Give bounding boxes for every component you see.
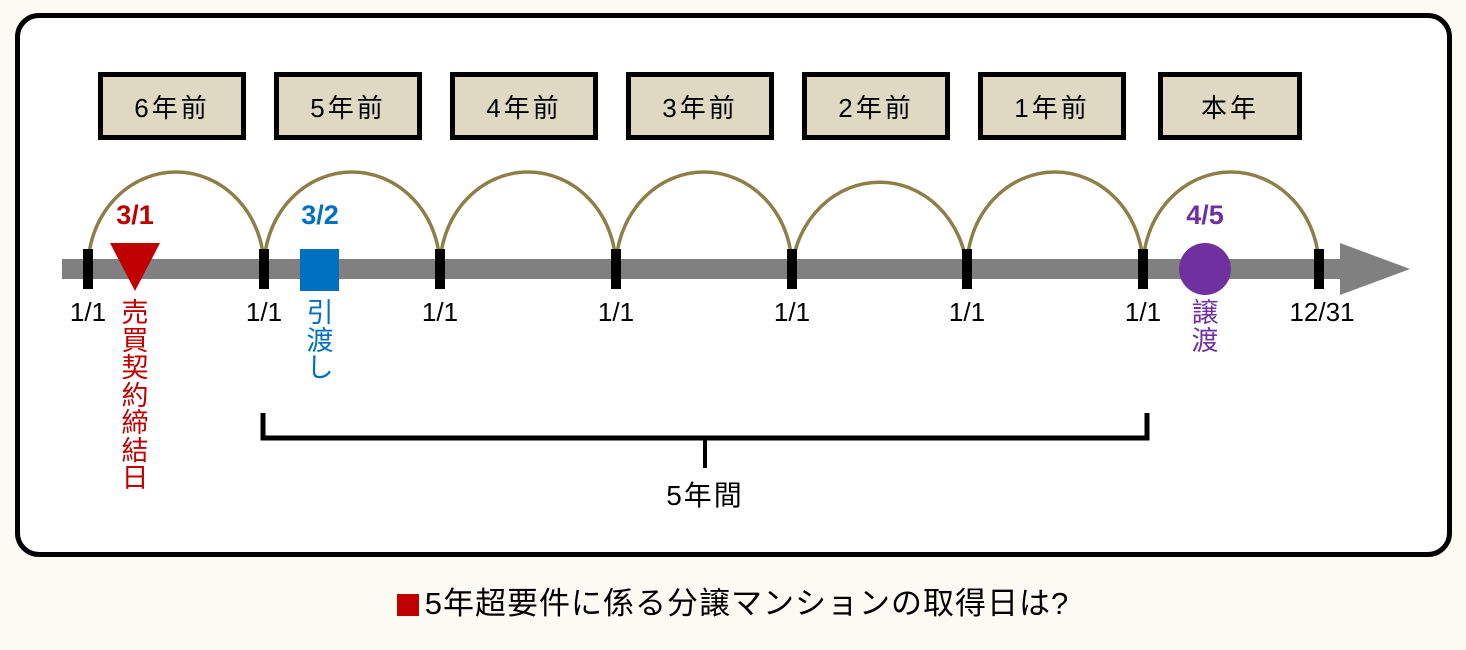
year-box-4-years-ago: 4年前 (450, 72, 598, 140)
event-date-delivery: 3/2 (301, 200, 339, 230)
year-box-3-years-ago: 3年前 (626, 72, 774, 140)
year-box-label: 3年前 (662, 92, 738, 123)
vtext-char: 約 (121, 380, 149, 411)
event-name-transfer: 譲 渡 (1188, 298, 1222, 356)
vtext-char: 引 (306, 298, 334, 328)
five-year-span-label: 5年間 (666, 480, 744, 511)
diagram-caption: 5年超要件に係る分譲マンションの取得日は? (0, 578, 1466, 623)
vtext-char: 売 (121, 298, 149, 328)
bullet-square-icon (396, 594, 419, 616)
year-box-5-years-ago: 5年前 (274, 72, 422, 140)
year-box-current-year: 本年 (1158, 72, 1302, 140)
year-box-label: 1年前 (1014, 92, 1090, 123)
year-box-1-year-ago: 1年前 (978, 72, 1126, 140)
tick-label-7: 1/1 (1124, 297, 1162, 327)
vtext-char: 結 (121, 435, 149, 466)
vtext-char: 渡 (306, 325, 334, 356)
year-box-label: 4年前 (486, 92, 562, 123)
year-box-label: 2年前 (838, 92, 914, 123)
year-box-6-years-ago: 6年前 (98, 72, 246, 140)
caption-text: 5年超要件に係る分譲マンションの取得日は? (424, 586, 1070, 621)
tick-label-3: 1/1 (421, 297, 459, 327)
vtext-char: 締 (121, 408, 149, 439)
tick-label-5: 1/1 (773, 297, 811, 327)
event-date-contract: 3/1 (116, 200, 154, 230)
vtext-char: 日 (121, 463, 149, 494)
year-box-label: 5年前 (310, 92, 386, 123)
vtext-char: し (306, 353, 334, 384)
vtext-char: 譲 (1191, 298, 1219, 328)
tick-label-4: 1/1 (597, 297, 635, 327)
tick-label-6: 1/1 (948, 297, 986, 327)
year-box-2-years-ago: 2年前 (802, 72, 950, 140)
year-box-label: 6年前 (134, 92, 210, 123)
vtext-char: 契 (121, 353, 149, 384)
event-date-transfer: 4/5 (1186, 200, 1224, 230)
year-box-label: 本年 (1200, 92, 1259, 123)
tick-label-8: 12/31 (1289, 297, 1355, 327)
event-name-contract: 売 買 契 約 締 結 日 (118, 298, 152, 494)
tick-label-2: 1/1 (245, 297, 283, 327)
vtext-char: 渡 (1191, 325, 1219, 356)
tick-label-1: 1/1 (69, 297, 107, 327)
vtext-char: 買 (121, 325, 149, 356)
event-name-delivery: 引 渡 し (303, 298, 337, 384)
